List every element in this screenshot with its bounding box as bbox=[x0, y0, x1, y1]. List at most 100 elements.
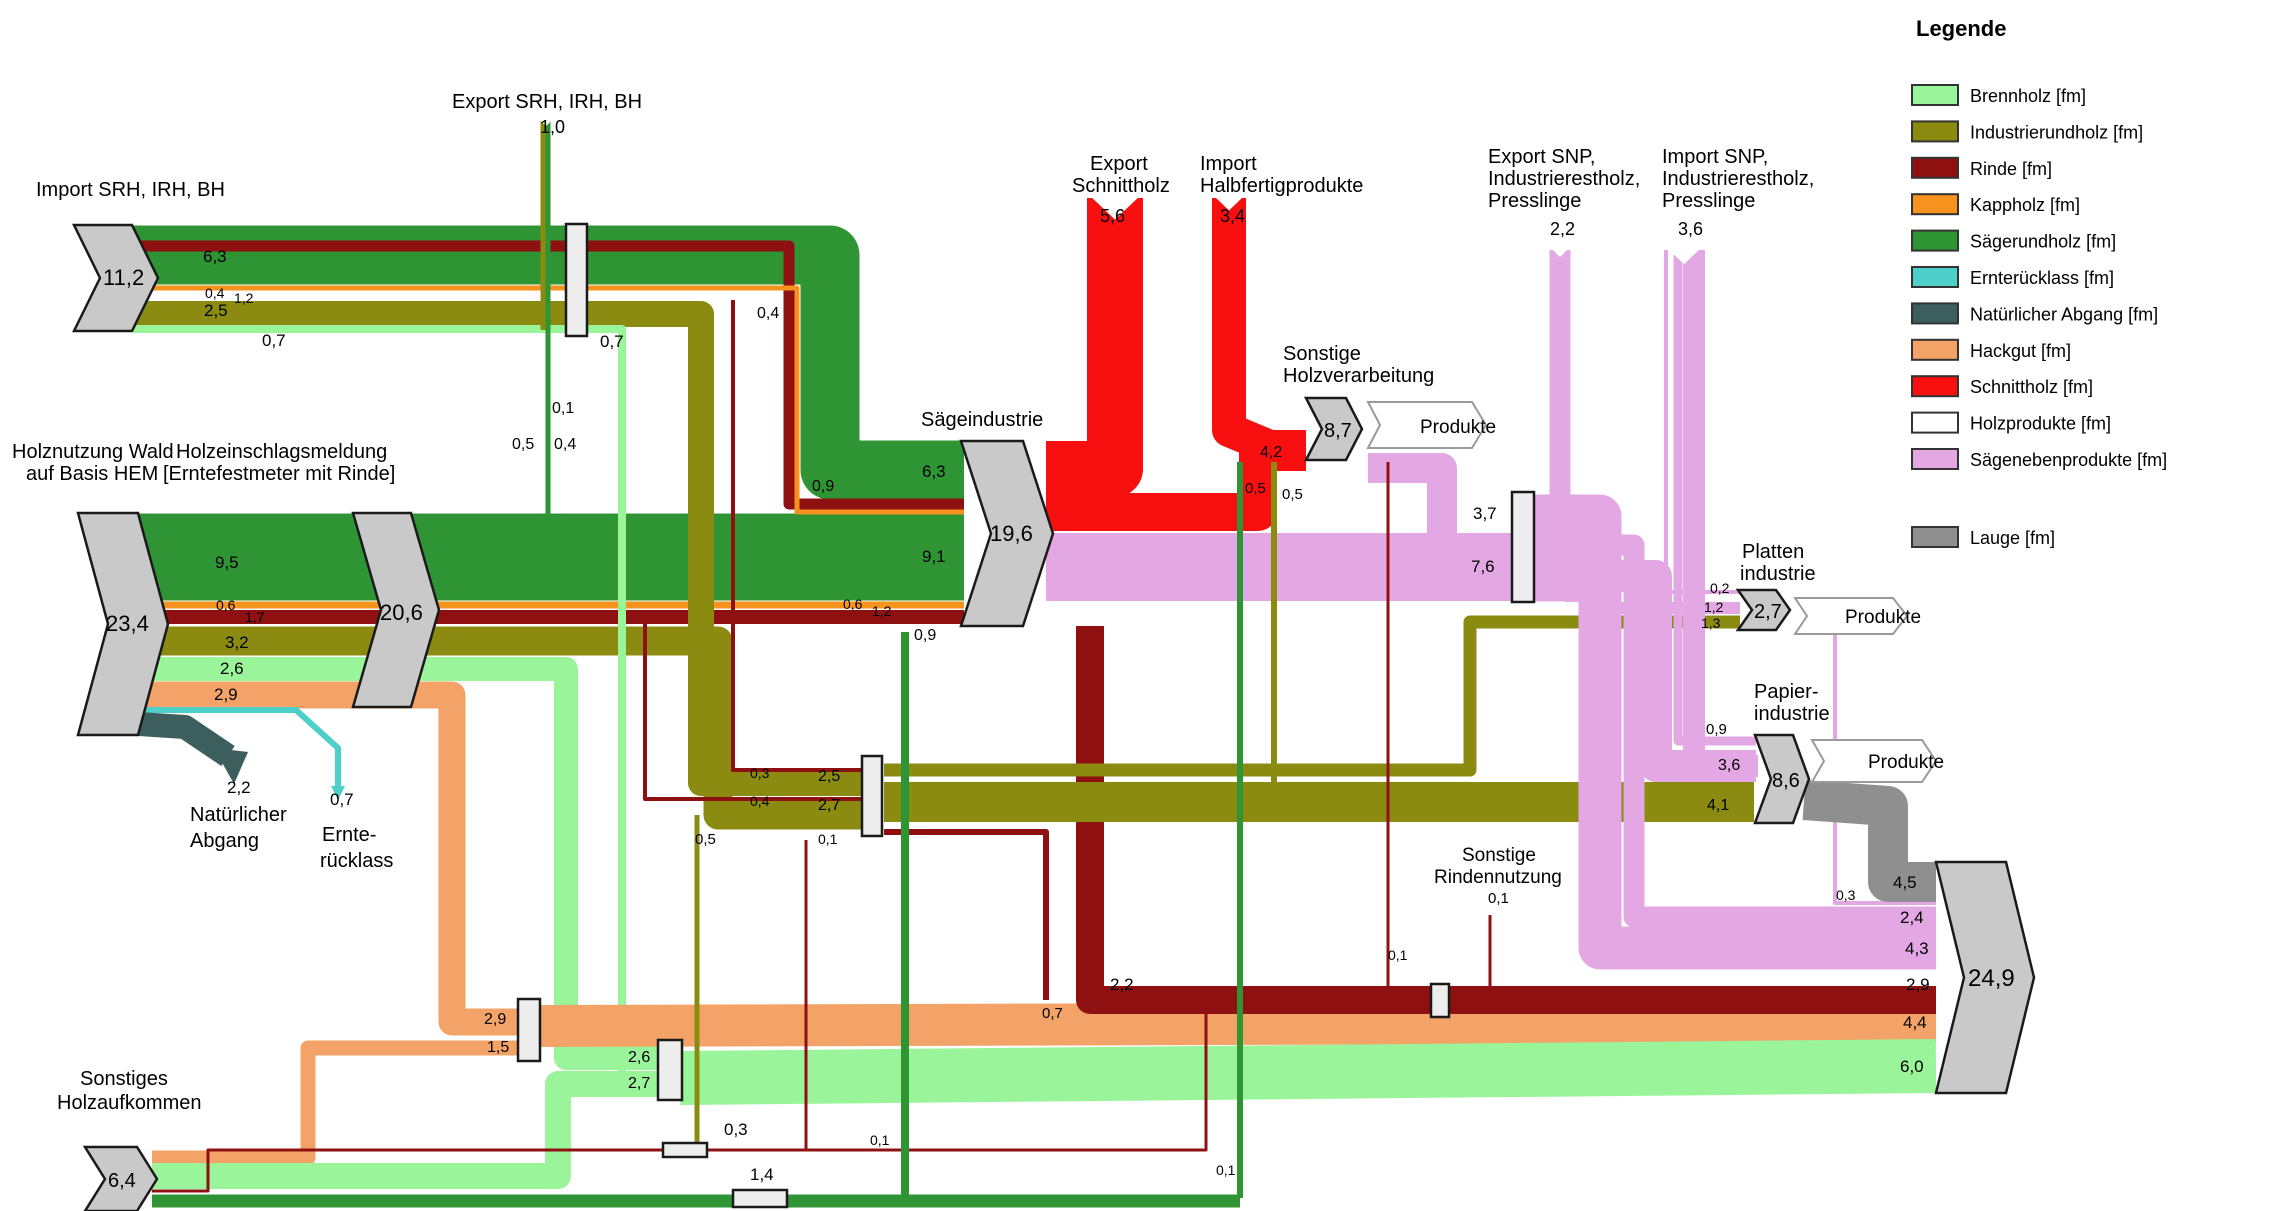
label-42: 2,5 bbox=[204, 301, 228, 320]
label-23: 3,6 bbox=[1678, 219, 1703, 239]
legend-label-schnittholz: Schnittholz [fm] bbox=[1970, 377, 2093, 397]
node-gesamt bbox=[1934, 860, 2036, 1095]
flow-snp-0,3 bbox=[1833, 634, 1936, 905]
legend-label-natuerlicher_abgang: Natürlicher Abgang [fm] bbox=[1970, 304, 2158, 324]
label-29: Rindennutzung bbox=[1434, 867, 1562, 888]
label-10: 5,6 bbox=[1100, 206, 1125, 226]
node-holznutzung bbox=[76, 511, 170, 737]
label-93: 0,1 bbox=[870, 1132, 890, 1148]
tip-natab-tip bbox=[214, 748, 248, 784]
label-35: 2,2 bbox=[227, 778, 251, 797]
bar-brennholz bbox=[656, 1038, 684, 1102]
label-74: 1,3 bbox=[1701, 615, 1721, 631]
notch-2 bbox=[1213, 195, 1245, 211]
label-12: Halbfertigprodukte bbox=[1200, 175, 1363, 197]
label-48: 0,4 bbox=[757, 305, 779, 322]
produkte-platten bbox=[1793, 597, 1909, 635]
legend-label-hackgut: Hackgut [fm] bbox=[1970, 341, 2071, 361]
bar-saegerundholz-1,4 bbox=[731, 1188, 789, 1209]
label-47: 0,4 bbox=[554, 436, 576, 453]
flow-hem-rinde-split-0,4 bbox=[643, 622, 866, 801]
label-3: Holznutzung Wald bbox=[12, 441, 174, 463]
label-94: 1,4 bbox=[750, 1165, 774, 1184]
flow-import-snp-3,6 bbox=[1683, 250, 1758, 777]
label-24: Platten bbox=[1742, 541, 1804, 563]
flow-snp-3,7 bbox=[1368, 453, 1457, 556]
label-20: Import SNP, bbox=[1662, 146, 1768, 168]
label-22: Presslinge bbox=[1662, 190, 1755, 212]
legend-swatch-rinde bbox=[1911, 156, 1959, 179]
legend-label-rinde: Rinde [fm] bbox=[1970, 159, 2052, 179]
label-17: Industrierestholz, bbox=[1488, 168, 1640, 190]
legend-swatch-brennholz bbox=[1911, 84, 1959, 106]
label-6: [Erntefestmeter mit Rinde] bbox=[163, 463, 395, 485]
label-89: 1,5 bbox=[487, 1039, 509, 1056]
label-75: 0,9 bbox=[1706, 721, 1727, 738]
flow-import-saegerundholz-6,3 bbox=[133, 225, 964, 500]
node-holzeinschlag bbox=[351, 511, 441, 709]
legend-swatch-ernteruecklass bbox=[1911, 266, 1959, 288]
flows-layer bbox=[107, 120, 1937, 1208]
label-76: 3,6 bbox=[1718, 757, 1740, 774]
label-65: 7,6 bbox=[1471, 557, 1495, 576]
legend-label-saegenebenprodukte: Sägenebenprodukte [fm] bbox=[1970, 450, 2167, 470]
label-30: 0,1 bbox=[1488, 890, 1509, 907]
label-41: 1,2 bbox=[234, 290, 254, 306]
label-39: 6,3 bbox=[203, 247, 227, 266]
node-saegeindustrie bbox=[959, 439, 1055, 628]
label-1: Export SRH, IRH, BH bbox=[452, 91, 642, 113]
label-16: Export SNP, bbox=[1488, 146, 1595, 168]
balance-bars-layer bbox=[516, 222, 1536, 1209]
bar-hackgut bbox=[516, 997, 542, 1063]
label-69: 2,7 bbox=[818, 797, 840, 814]
flow-tips-layer bbox=[214, 748, 345, 800]
legend-title: Legende bbox=[1916, 16, 2006, 41]
notch-1 bbox=[1089, 195, 1141, 220]
node-import-srh bbox=[71, 223, 160, 333]
label-4: auf Basis HEM bbox=[26, 463, 158, 485]
flow-sonstiges-hackgut-1,5 bbox=[152, 1040, 518, 1166]
produkte-holzverarbeitung bbox=[1366, 401, 1488, 449]
flow-rinde-0,1b bbox=[806, 1013, 1208, 1152]
flow-rinde-2,2-2,9 bbox=[1076, 626, 1936, 1014]
flow-import-rinde-1,2 bbox=[133, 240, 964, 510]
label-18: Presslinge bbox=[1488, 190, 1581, 212]
legend-swatch-industrierundholz bbox=[1911, 120, 1959, 143]
produkte-papier bbox=[1810, 739, 1938, 783]
legend-label-ernteruecklass: Ernterücklass [fm] bbox=[1970, 268, 2114, 288]
legend-label-kappholz: Kappholz [fm] bbox=[1970, 195, 2080, 215]
label-32: Holzaufkommen bbox=[57, 1092, 202, 1114]
node-plattenindustrie-value: 2,7 bbox=[1754, 601, 1782, 623]
flow-snp-2,4 bbox=[1565, 534, 1936, 928]
label-26: Papier- bbox=[1754, 681, 1818, 703]
label-50: 9,5 bbox=[215, 553, 239, 572]
label-52: 1,7 bbox=[245, 609, 265, 625]
label-54: 2,6 bbox=[220, 659, 244, 678]
legend-label-industrierundholz: Industrierundholz [fm] bbox=[1970, 122, 2143, 142]
label-84: 6,0 bbox=[1900, 1057, 1924, 1076]
label-53: 3,2 bbox=[225, 633, 249, 652]
label-2: 1,0 bbox=[540, 117, 565, 137]
label-58: 0,6 bbox=[843, 596, 863, 612]
flow-rinde-0,1-holzverarbeitung bbox=[1386, 462, 1430, 1002]
node-plattenindustrie bbox=[1735, 588, 1792, 632]
label-49: 0,9 bbox=[812, 478, 834, 495]
label-87: 0,1 bbox=[1388, 947, 1408, 963]
label-51: 0,6 bbox=[216, 597, 236, 613]
node-saegeindustrie-value: 19,6 bbox=[990, 521, 1033, 546]
label-83: 4,4 bbox=[1903, 1013, 1927, 1032]
label-91: 2,7 bbox=[628, 1075, 650, 1092]
label-67: 2,5 bbox=[818, 768, 840, 785]
flow-rinde-0,7 bbox=[884, 829, 1049, 1000]
label-72: 0,2 bbox=[1710, 580, 1730, 596]
node-sonstiges-holz bbox=[82, 1145, 159, 1211]
label-38: 0,7 bbox=[330, 790, 354, 809]
notch-3 bbox=[1550, 247, 1570, 258]
flow-import-brennholz-0,7 bbox=[133, 325, 626, 1076]
